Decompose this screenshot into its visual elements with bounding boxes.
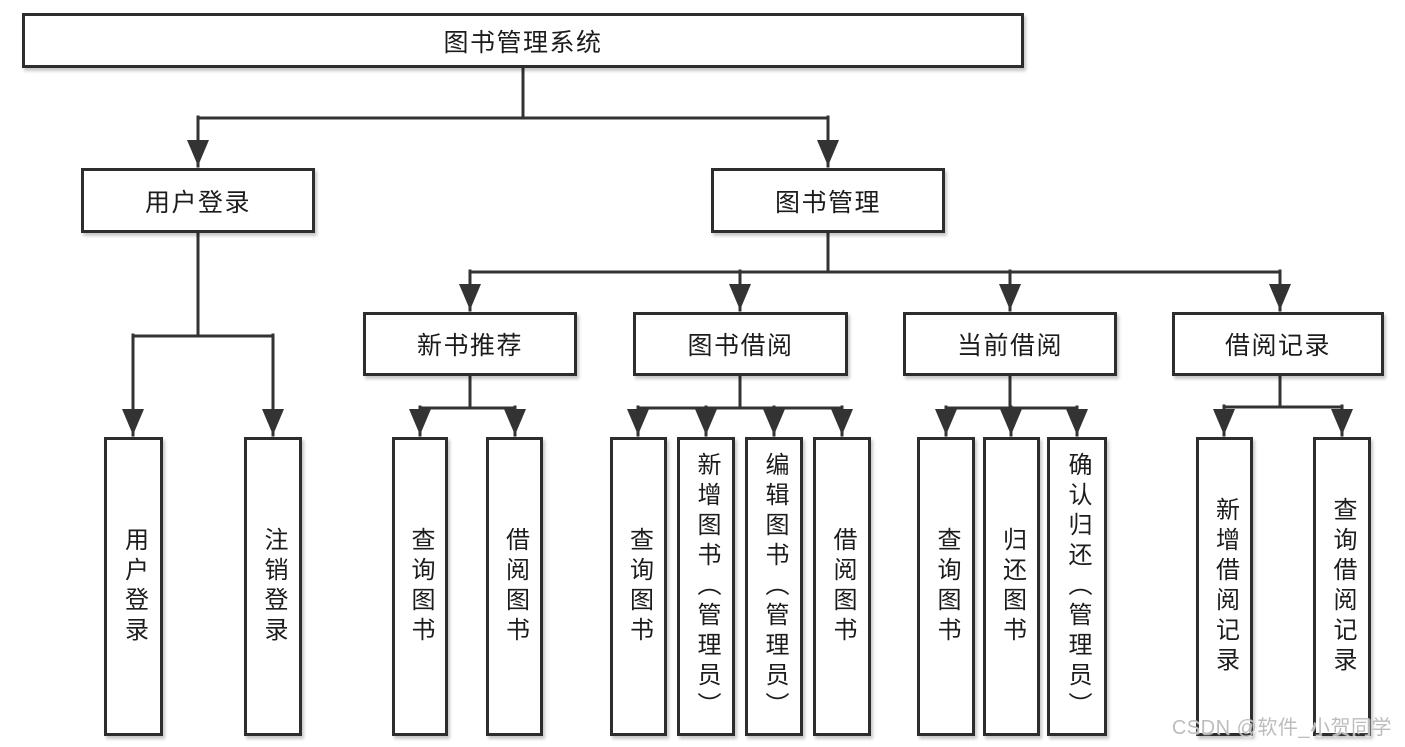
leaf-records-query-borrow-record: 查询借阅记录	[1313, 437, 1371, 736]
node-book-management: 图书管理	[711, 168, 945, 233]
node-label: 查询图书	[933, 526, 960, 647]
watermark: CSDN @软件_小贺同学	[1171, 717, 1392, 739]
node-label: 图书借阅	[687, 332, 794, 360]
node-label: 新增图书（管理员）	[693, 451, 720, 722]
node-label: 图书管理系统	[443, 28, 603, 57]
node-label: 确认归还（管理员）	[1064, 451, 1091, 722]
leaf-records-add-borrow-record: 新增借阅记录	[1196, 437, 1253, 736]
node-label: 借阅图书	[829, 526, 856, 647]
node-current-borrowing: 当前借阅	[903, 312, 1117, 376]
node-label: 借阅图书	[501, 526, 529, 647]
node-label: 编辑图书（管理员）	[761, 451, 788, 722]
node-label: 注销登录	[260, 526, 287, 647]
node-label: 当前借阅	[956, 332, 1063, 360]
node-label: 查询图书	[625, 526, 653, 647]
leaf-recommend-borrow-books: 借阅图书	[486, 437, 543, 736]
leaf-logout: 注销登录	[244, 437, 302, 736]
node-book-borrowing: 图书借阅	[633, 312, 848, 376]
leaf-borrowing-query-books: 查询图书	[610, 437, 667, 736]
node-library-management-system: 图书管理系统	[22, 13, 1024, 68]
node-label: 查询借阅记录	[1329, 496, 1356, 677]
leaf-current-return-books: 归还图书	[983, 437, 1040, 736]
node-new-book-recommend: 新书推荐	[363, 312, 577, 376]
node-label: 借阅记录	[1224, 332, 1331, 360]
node-label: 归还图书	[998, 526, 1026, 647]
leaf-borrowing-add-books-admin: 新增图书（管理员）	[677, 437, 735, 736]
leaf-user-login: 用户登录	[104, 437, 163, 736]
node-label: 用户登录	[120, 526, 148, 647]
leaf-recommend-query-books: 查询图书	[392, 437, 448, 736]
leaf-borrowing-edit-books-admin: 编辑图书（管理员）	[745, 437, 803, 736]
leaf-borrowing-borrow-books: 借阅图书	[813, 437, 871, 736]
leaf-current-confirm-return-admin: 确认归还（管理员）	[1047, 437, 1107, 736]
node-label: 图书管理	[774, 188, 881, 217]
node-label: 新书推荐	[416, 332, 523, 360]
node-label: 新增借阅记录	[1211, 496, 1239, 677]
leaf-current-query-books: 查询图书	[917, 437, 975, 736]
node-user-login: 用户登录	[81, 168, 315, 233]
node-label: 查询图书	[407, 526, 434, 647]
node-label: 用户登录	[144, 188, 251, 217]
node-borrowing-records: 借阅记录	[1172, 312, 1384, 376]
